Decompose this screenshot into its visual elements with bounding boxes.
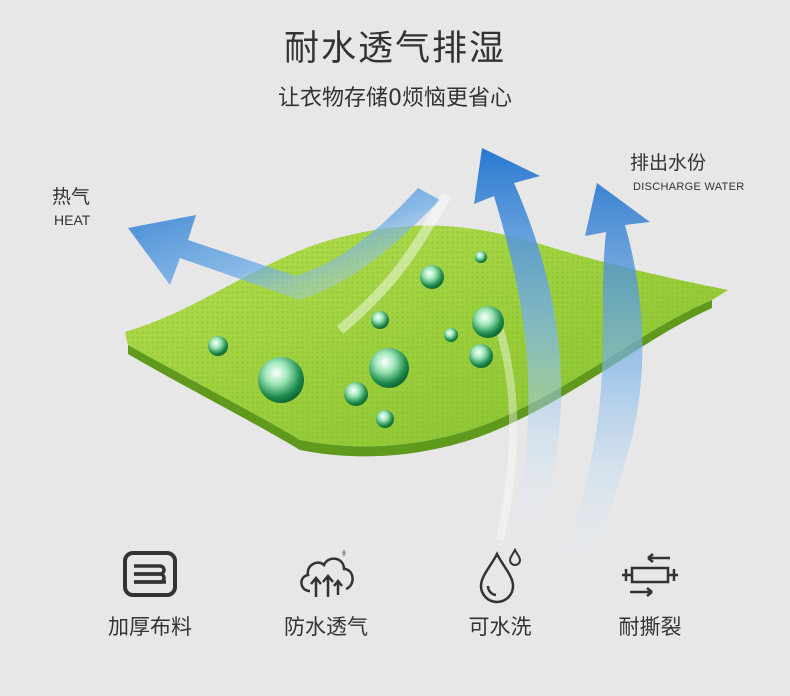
layered-fabric-icon (75, 545, 225, 605)
heat-label-cn: 热气 (52, 186, 91, 208)
heat-label-en: HEAT (54, 212, 91, 228)
tear-resistant-icon (575, 545, 725, 605)
feature-waterproof-breathable: 防水透气 (251, 545, 401, 641)
water-drop-icon (425, 545, 575, 605)
cloud-arrows-icon (251, 545, 401, 605)
feature-label: 加厚布料 (108, 615, 192, 639)
upward-arrow-right (548, 183, 650, 600)
water-droplets (208, 251, 504, 428)
discharge-water-label-en: DISCHARGE WATER (633, 181, 745, 193)
discharge-water-label-cn: 排出水份 (630, 152, 707, 174)
feature-label: 防水透气 (284, 615, 368, 639)
feature-washable: 可水洗 (425, 545, 575, 641)
feature-tear-resistant: 耐撕裂 (575, 545, 725, 641)
upward-arrow-center (474, 148, 562, 560)
feature-thick-fabric: 加厚布料 (75, 545, 225, 641)
feature-label: 耐撕裂 (618, 615, 682, 639)
page-title: 耐水透气排湿 (283, 29, 506, 69)
heat-arrow (128, 188, 440, 300)
page-subtitle: 让衣物存储0烦恼更省心 (278, 86, 512, 111)
feature-label: 可水洗 (468, 615, 532, 639)
